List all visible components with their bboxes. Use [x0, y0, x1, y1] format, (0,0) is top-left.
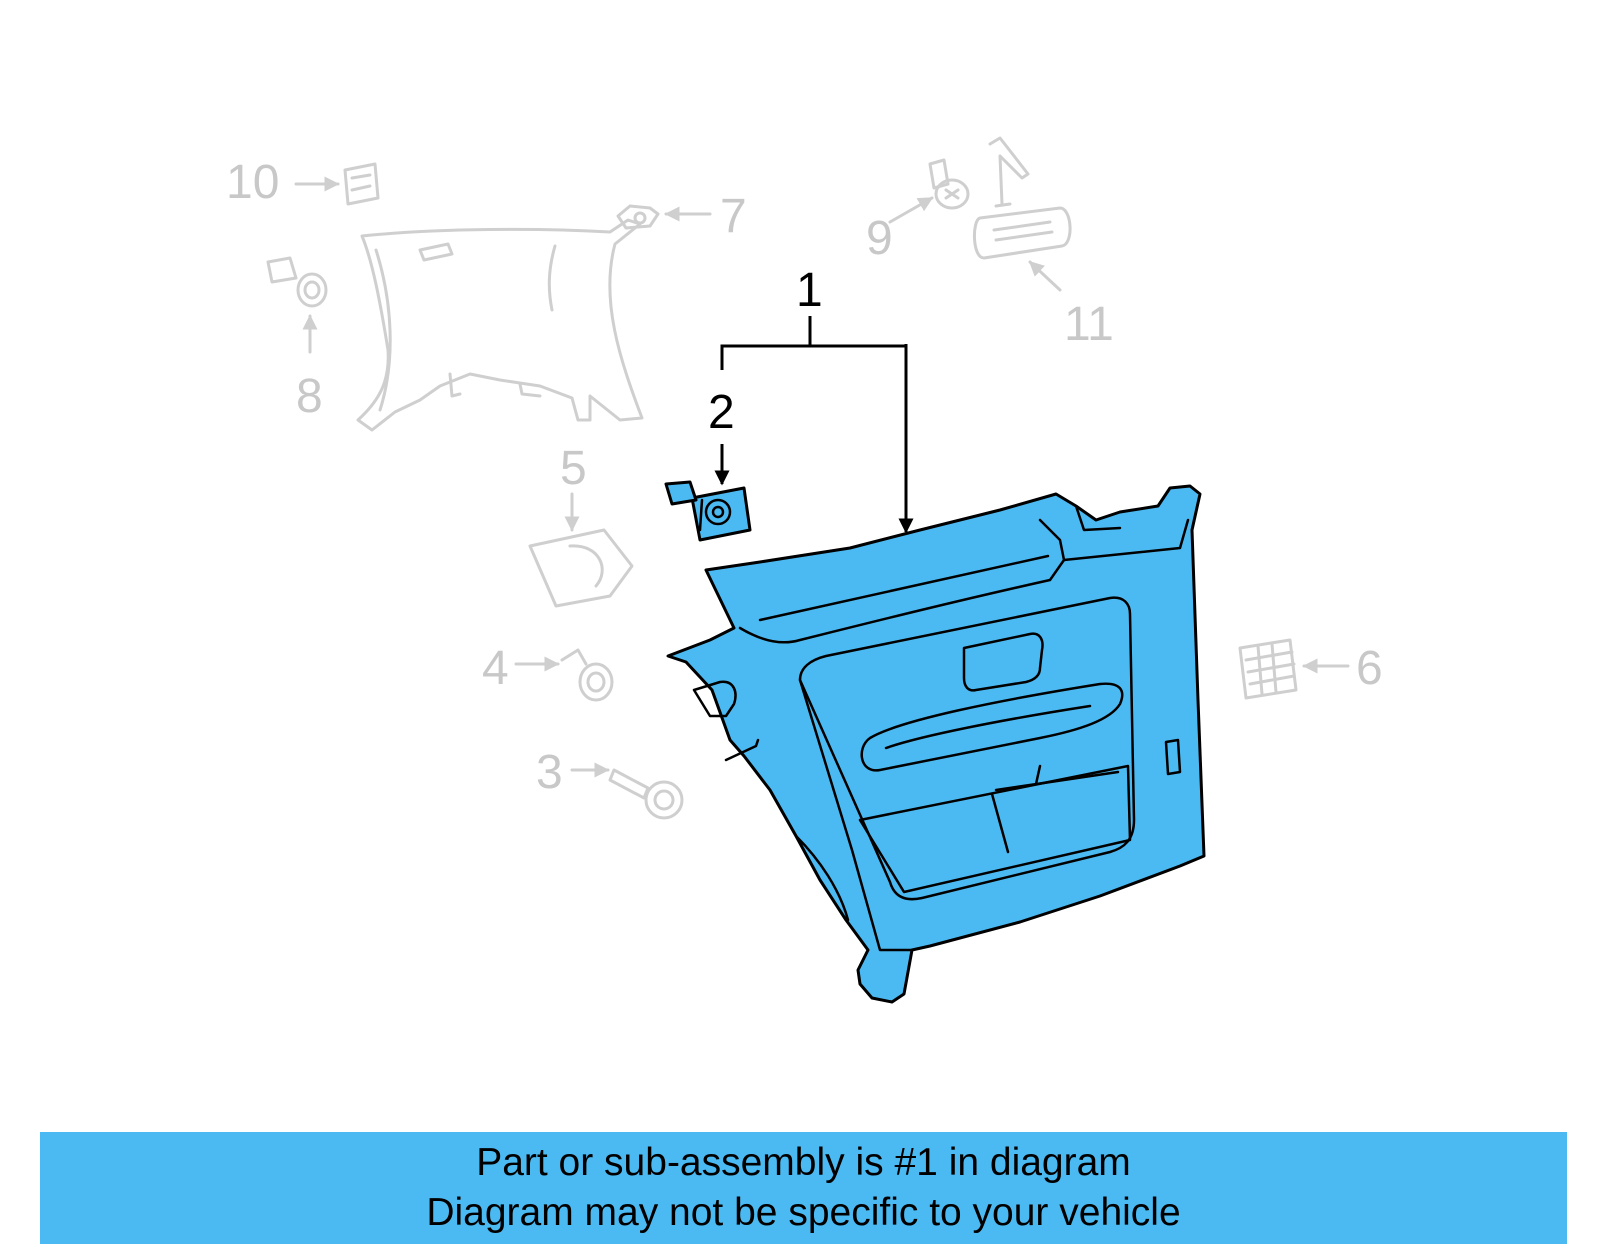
callout-5: 5	[560, 442, 587, 495]
bracket-5-ghost	[528, 492, 634, 608]
callout-3: 3	[536, 746, 563, 799]
quarter-trim-panel-part-1[interactable]	[666, 484, 1206, 1004]
fastener-4-ghost	[514, 648, 614, 702]
callout-10: 10	[226, 156, 279, 209]
clip-part-2[interactable]	[664, 480, 752, 542]
callout-4: 4	[482, 642, 509, 695]
clip-7-ghost	[616, 204, 712, 230]
callout-1: 1	[796, 264, 823, 317]
pushpin-8-ghost	[266, 256, 328, 354]
clip-10-ghost	[294, 162, 380, 206]
bolt-3-ghost	[570, 762, 684, 820]
callout-7: 7	[720, 190, 747, 243]
screw-9-ghost	[888, 158, 970, 224]
panel-body	[666, 484, 1206, 1004]
callout-2: 2	[708, 386, 735, 439]
banner-line-2: Diagram may not be specific to your vehi…	[426, 1191, 1181, 1234]
callout-9: 9	[866, 212, 893, 265]
callout-8: 8	[296, 370, 323, 423]
callout-11: 11	[1064, 298, 1114, 351]
callout-6: 6	[1356, 642, 1383, 695]
vent-6-ghost	[1238, 638, 1350, 700]
quarter-upper-trim-ghost	[356, 218, 644, 432]
banner-line-1: Part or sub-assembly is #1 in diagram	[476, 1141, 1131, 1184]
lamp-11-ghost	[973, 136, 1072, 292]
leader-lines	[714, 316, 914, 534]
info-banner: Part or sub-assembly is #1 in diagram Di…	[40, 1132, 1567, 1244]
